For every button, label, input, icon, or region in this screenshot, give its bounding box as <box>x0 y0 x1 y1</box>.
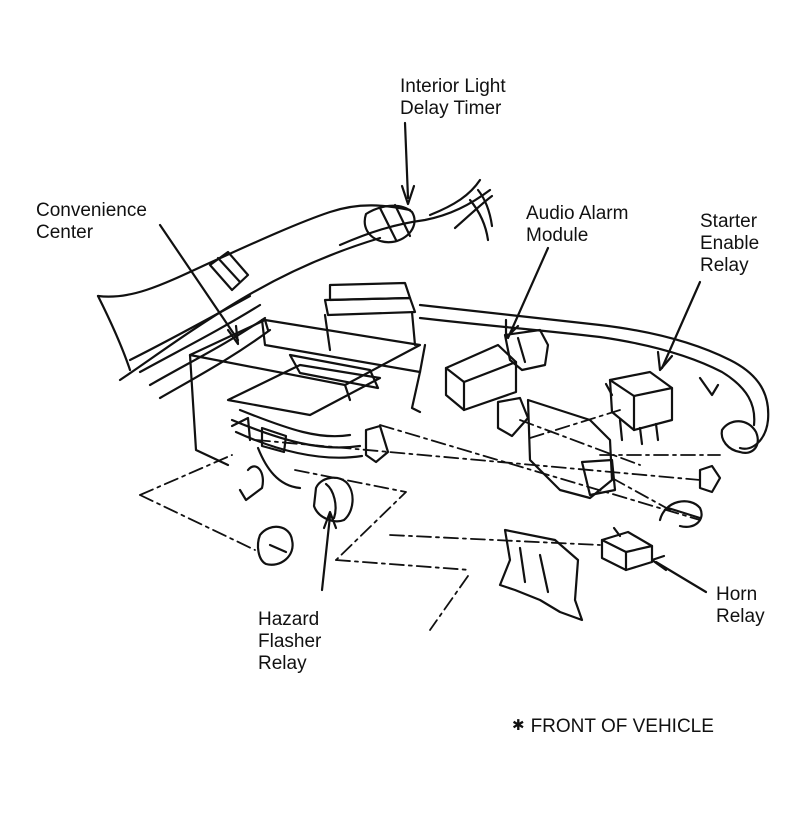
label-interior-light-delay-timer: Interior Light Delay Timer <box>400 76 506 119</box>
right-harness <box>418 303 770 454</box>
audio-alarm-module-part <box>444 328 550 412</box>
convenience-center-box <box>188 281 427 467</box>
label-horn-relay: Horn Relay <box>716 584 765 627</box>
asterisk-marker-icon: ✱ <box>512 717 525 734</box>
horn-relay-part <box>600 526 654 572</box>
front-of-vehicle-note: ✱ FRONT OF VEHICLE <box>512 716 714 738</box>
label-starter-enable-relay: Starter Enable Relay <box>700 211 760 276</box>
footnote-text: FRONT OF VEHICLE <box>530 716 714 737</box>
wiring-harness <box>96 178 494 400</box>
label-audio-alarm-module: Audio Alarm Module <box>526 203 629 246</box>
starter-enable-relay-part <box>604 370 674 446</box>
label-convenience-center: Convenience Center <box>36 200 147 243</box>
mounting-bracket <box>496 396 617 500</box>
leader-lines <box>158 121 708 594</box>
lower-bracket <box>498 528 584 622</box>
clips-right <box>658 464 722 528</box>
alignment-lines <box>139 409 721 631</box>
label-hazard-flasher-relay: Hazard Flasher Relay <box>258 609 322 674</box>
